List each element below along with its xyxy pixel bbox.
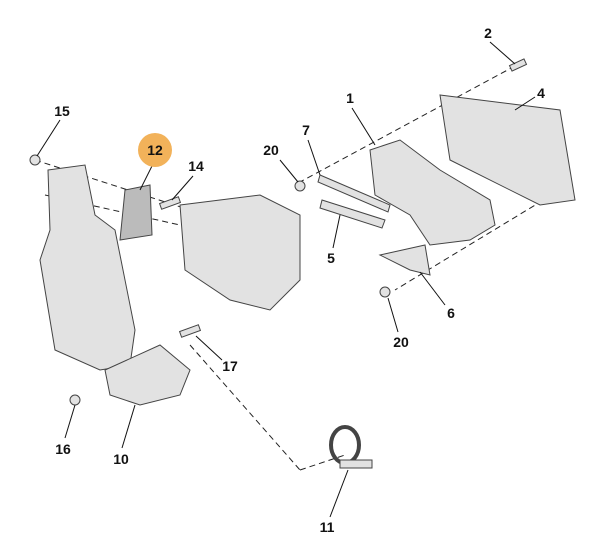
highlight-marker — [138, 133, 172, 167]
callout-6: 6 — [447, 305, 455, 321]
callout-12: 12 — [147, 142, 163, 158]
catalytic-converter — [39, 164, 136, 371]
callout-14: 14 — [188, 158, 204, 174]
callout-2: 2 — [484, 25, 492, 41]
bracket-6 — [378, 244, 431, 276]
callout-15: 15 — [54, 103, 70, 119]
callout-17: 17 — [222, 358, 238, 374]
stud-2 — [508, 58, 528, 72]
callout-5: 5 — [327, 250, 335, 266]
turbocharger — [179, 194, 301, 311]
bracket-5 — [319, 199, 386, 229]
callout-10: 10 — [113, 451, 129, 467]
callout-lines — [36, 41, 536, 518]
downpipe-10 — [104, 344, 191, 406]
exhaust-manifold-gasket-4 — [439, 94, 576, 206]
callout-20-top: 20 — [263, 142, 279, 158]
callout-7: 7 — [302, 122, 310, 138]
callout-1: 1 — [346, 90, 354, 106]
callout-4: 4 — [537, 85, 545, 101]
nut-16 — [69, 394, 81, 406]
callout-16: 16 — [55, 441, 71, 457]
exhaust-manifold-1 — [369, 139, 496, 246]
gasket-12 — [119, 184, 153, 241]
clamp-11 — [329, 425, 361, 465]
nut-20-bottom — [379, 286, 391, 298]
clamp-bolt — [339, 459, 373, 469]
stud-17 — [178, 324, 202, 338]
nut-20-top — [294, 180, 306, 192]
callout-20-bottom: 20 — [393, 334, 409, 350]
stud-14 — [158, 196, 182, 210]
parts — [29, 58, 576, 469]
callout-11: 11 — [319, 519, 335, 535]
bracket-7 — [317, 174, 391, 213]
nut-15 — [29, 154, 41, 166]
